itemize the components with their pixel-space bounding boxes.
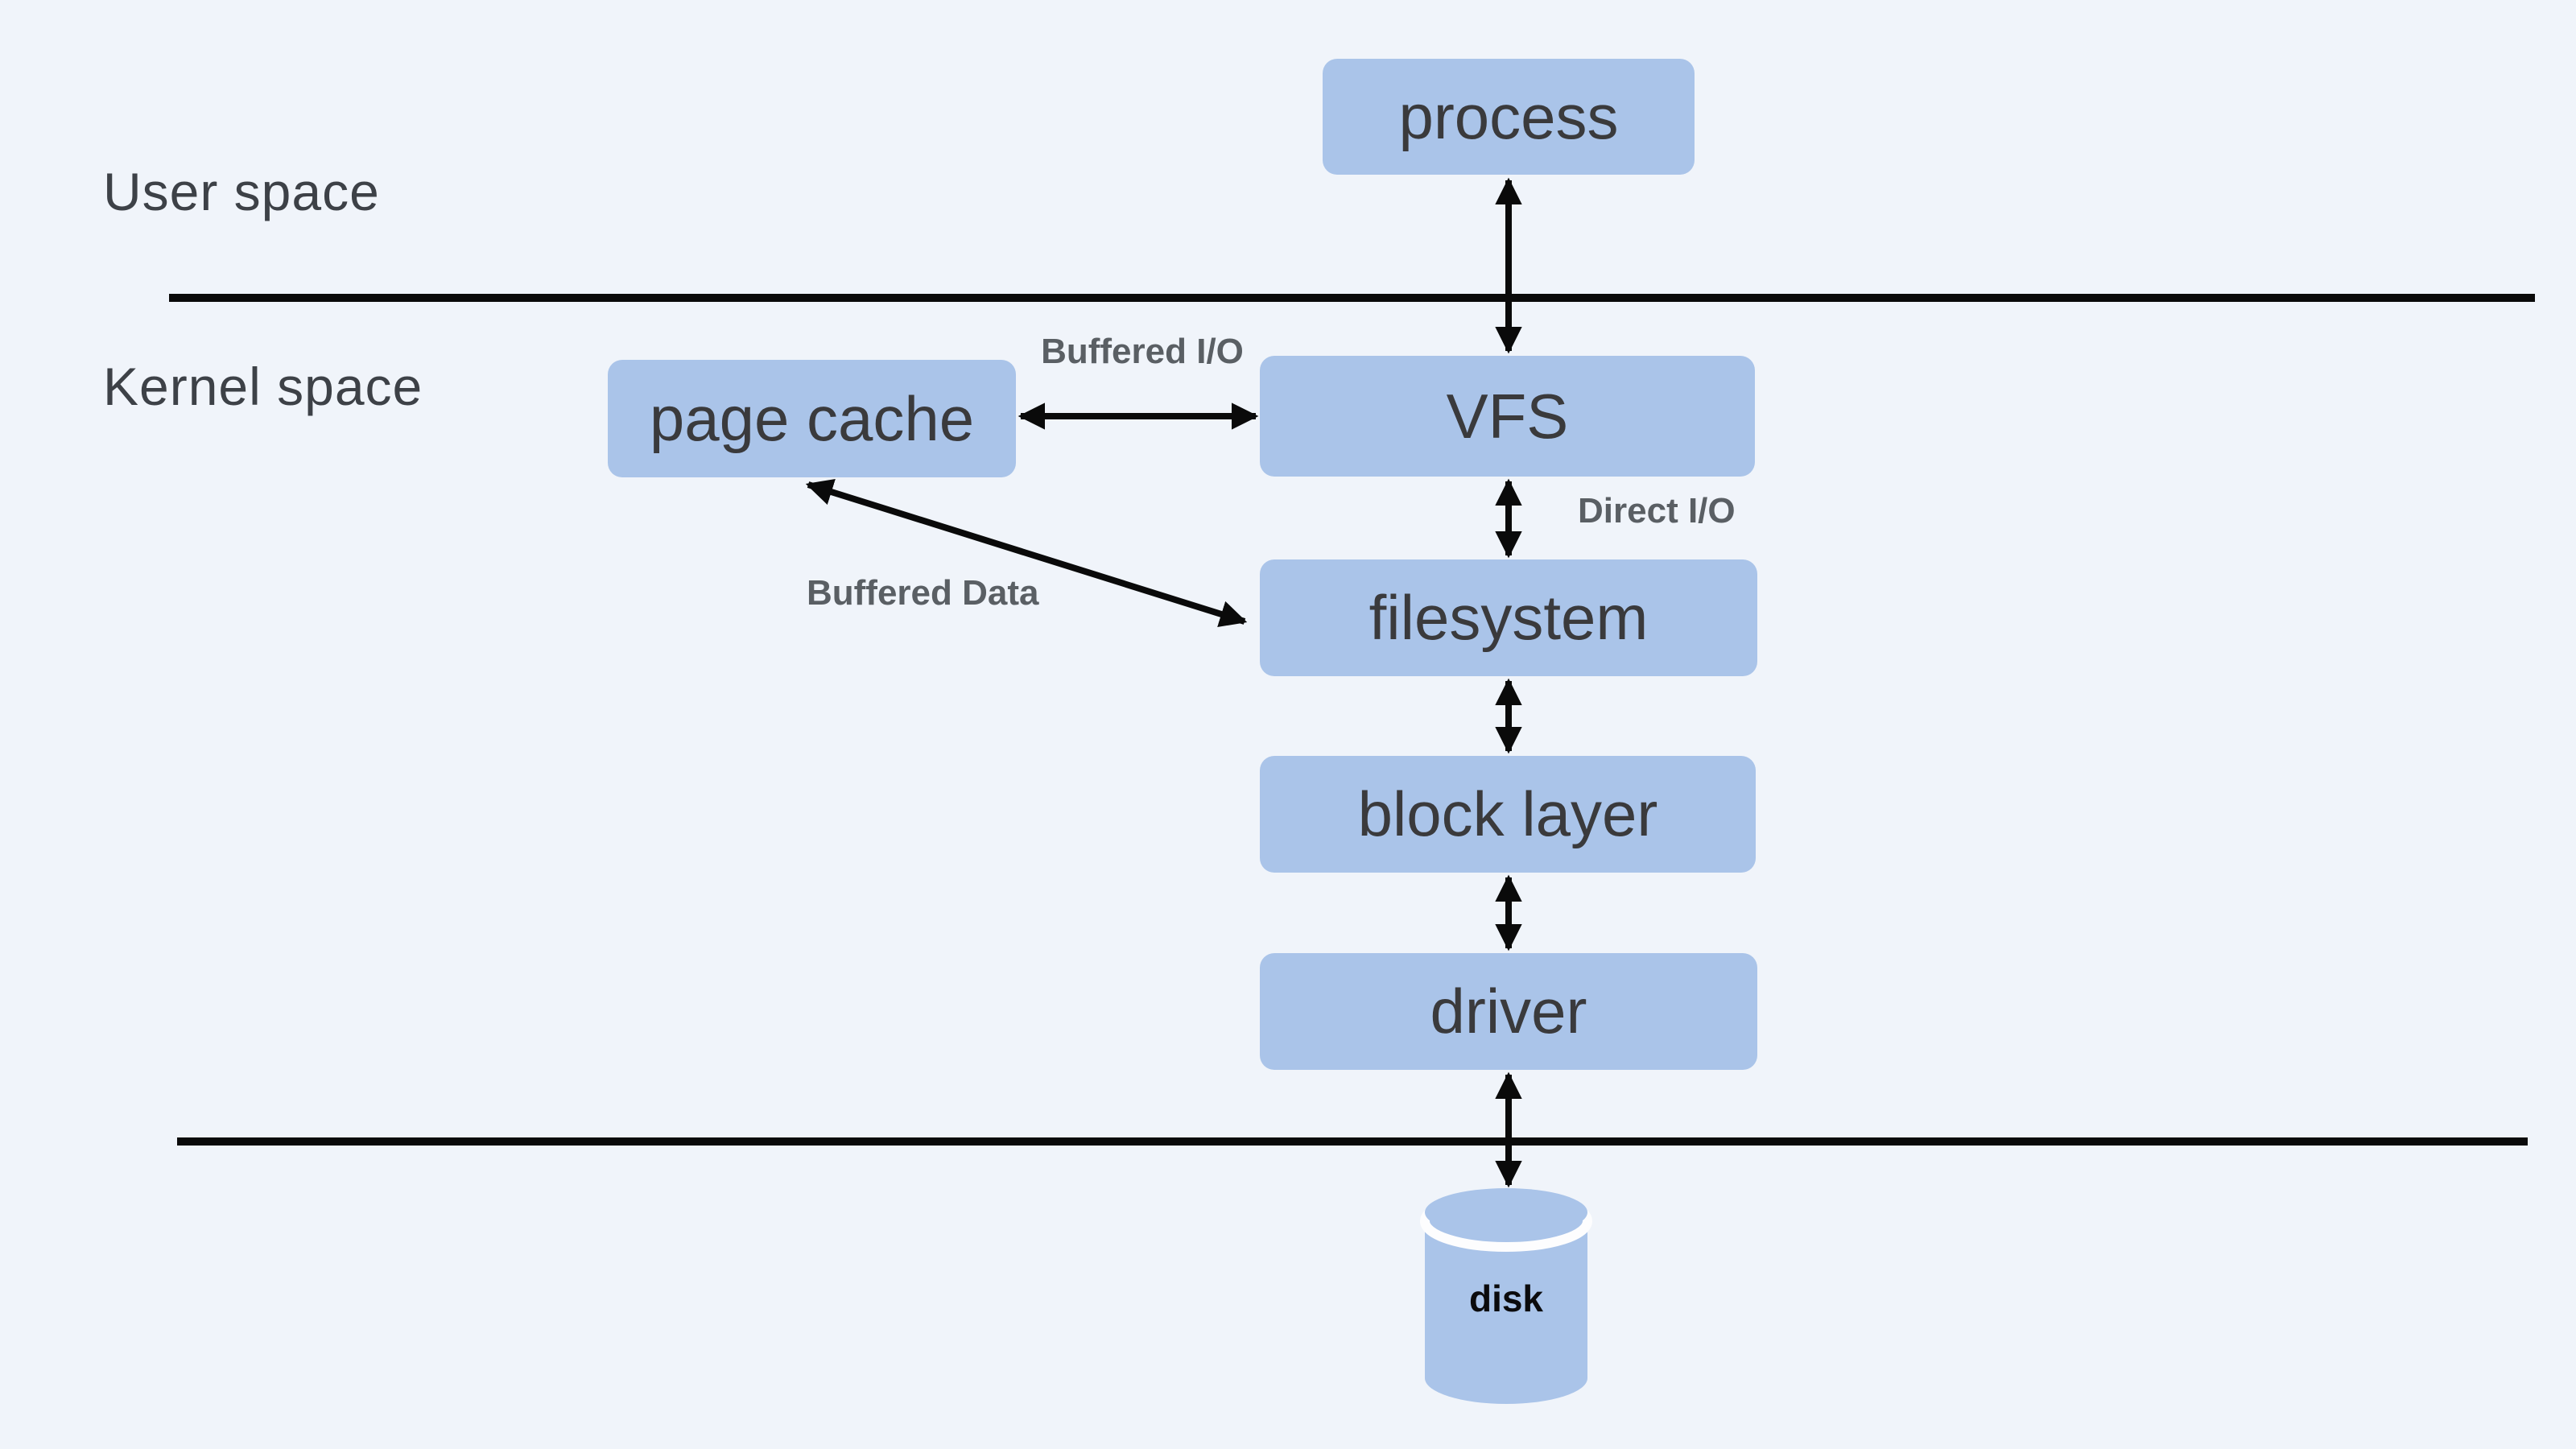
edge-label-direct-io: Direct I/O xyxy=(1578,491,1736,530)
node-disk-label: disk xyxy=(1468,1278,1544,1319)
edge-label-buffered-data: Buffered Data xyxy=(807,573,1039,613)
disk-cylinder-icon xyxy=(1420,1188,1592,1404)
edge-page-cache-filesystem xyxy=(805,479,1248,627)
node-driver: driver xyxy=(1260,953,1757,1070)
node-vfs: VFS xyxy=(1260,356,1755,477)
node-block-layer: block layer xyxy=(1260,756,1756,873)
node-page-cache: page cache xyxy=(608,360,1016,477)
node-process: process xyxy=(1323,59,1695,175)
disk-cylinder-body xyxy=(1425,1217,1587,1404)
edge-label-buffered-io: Buffered I/O xyxy=(1041,332,1244,371)
node-filesystem: filesystem xyxy=(1260,559,1757,676)
region-label-kernel-space: Kernel space xyxy=(103,357,423,416)
disk-cylinder-top xyxy=(1425,1188,1587,1236)
region-label-user-space: User space xyxy=(103,162,380,221)
